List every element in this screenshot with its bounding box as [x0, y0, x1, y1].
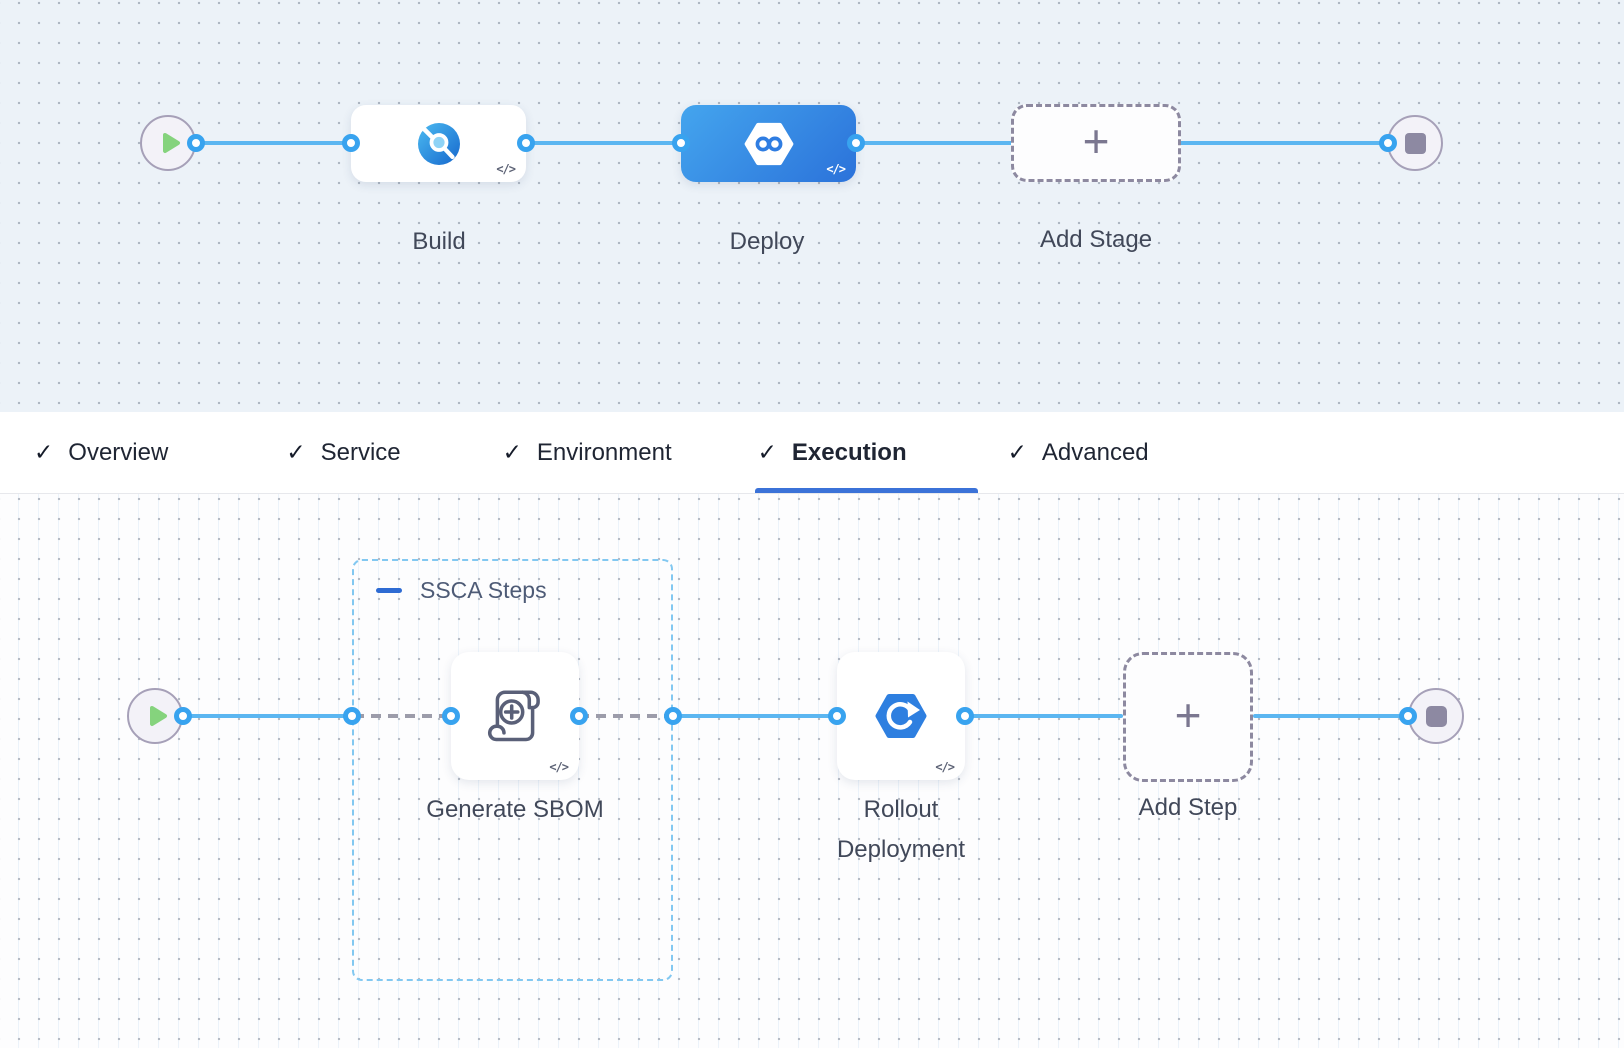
step-connector-dashed [579, 714, 673, 718]
check-icon: ✓ [286, 439, 306, 465]
plus-icon: + [1082, 115, 1110, 167]
play-icon [145, 703, 171, 729]
minus-icon[interactable] [376, 588, 402, 593]
add-step-label: Add Step [1138, 794, 1238, 821]
step-label-rollout-deployment: Rollout Deployment [836, 796, 966, 863]
plus-icon: + [1174, 689, 1202, 741]
code-icon: </> [496, 162, 516, 176]
port[interactable] [672, 134, 690, 152]
code-icon: </> [935, 760, 955, 774]
port[interactable] [174, 707, 192, 725]
play-icon [158, 130, 184, 156]
tab-overview[interactable]: ✓ Overview [34, 412, 168, 493]
step-group-title: SSCA Steps [420, 577, 547, 603]
sbom-scroll-icon [482, 679, 548, 745]
port[interactable] [517, 134, 535, 152]
tab-label: Environment [536, 438, 672, 466]
stage-node-deploy[interactable]: </> [681, 105, 856, 182]
stage-node-build[interactable]: </> [351, 105, 526, 182]
check-icon: ✓ [1007, 439, 1027, 465]
tab-service[interactable]: ✓ Service [286, 412, 400, 493]
rollout-icon [873, 688, 929, 744]
step-group-ssca[interactable]: SSCA Steps [352, 559, 673, 981]
port[interactable] [1379, 134, 1397, 152]
ci-stage-icon [415, 120, 463, 168]
step-node-rollout-deployment[interactable]: </> [837, 652, 965, 780]
pipeline-start-node [140, 115, 196, 171]
step-group-header: SSCA Steps [376, 577, 547, 604]
execution-canvas[interactable]: SSCA Steps [0, 494, 1624, 1048]
stage-tab-bar: ✓ Overview ✓ Service ✓ Environment ✓ Exe… [0, 412, 1624, 494]
add-stage-label: Add Stage [1039, 226, 1153, 253]
step-connector-line [965, 714, 1123, 718]
step-connector-line [673, 714, 837, 718]
port[interactable] [956, 707, 974, 725]
tab-label: Overview [68, 438, 169, 466]
tab-label: Execution [791, 438, 907, 466]
tab-label: Advanced [1041, 438, 1149, 466]
stage-canvas[interactable]: </> Build </> Deploy + Add Stage [0, 0, 1624, 413]
step-connector-line [1253, 714, 1408, 718]
port[interactable] [847, 134, 865, 152]
step-node-generate-sbom[interactable]: </> [451, 652, 579, 780]
tab-environment[interactable]: ✓ Environment [503, 412, 672, 493]
code-icon: </> [826, 162, 846, 176]
add-step-button[interactable]: + [1123, 652, 1253, 782]
step-connector-dashed [354, 714, 451, 718]
tab-advanced[interactable]: ✓ Advanced [1008, 412, 1149, 493]
port[interactable] [570, 707, 588, 725]
tab-label: Service [320, 438, 401, 466]
tab-execution[interactable]: ✓ Execution [754, 412, 978, 493]
cd-stage-icon [743, 118, 795, 170]
step-label-generate-sbom: Generate SBOM [426, 796, 604, 823]
port[interactable] [342, 134, 360, 152]
check-icon: ✓ [757, 439, 777, 465]
execution-end-node [1408, 688, 1464, 744]
execution-start-node [127, 688, 183, 744]
code-icon: </> [549, 760, 569, 774]
stop-icon [1404, 132, 1426, 154]
port[interactable] [828, 707, 846, 725]
port[interactable] [187, 134, 205, 152]
stage-label-build: Build [412, 228, 466, 255]
port[interactable] [442, 707, 460, 725]
step-connector-line [183, 714, 352, 718]
check-icon: ✓ [502, 439, 522, 465]
port[interactable] [664, 707, 682, 725]
port[interactable] [343, 707, 361, 725]
port[interactable] [1399, 707, 1417, 725]
add-stage-button[interactable]: + [1011, 104, 1181, 182]
check-icon: ✓ [34, 439, 54, 465]
stop-icon [1425, 705, 1447, 727]
stage-label-deploy: Deploy [729, 228, 805, 255]
